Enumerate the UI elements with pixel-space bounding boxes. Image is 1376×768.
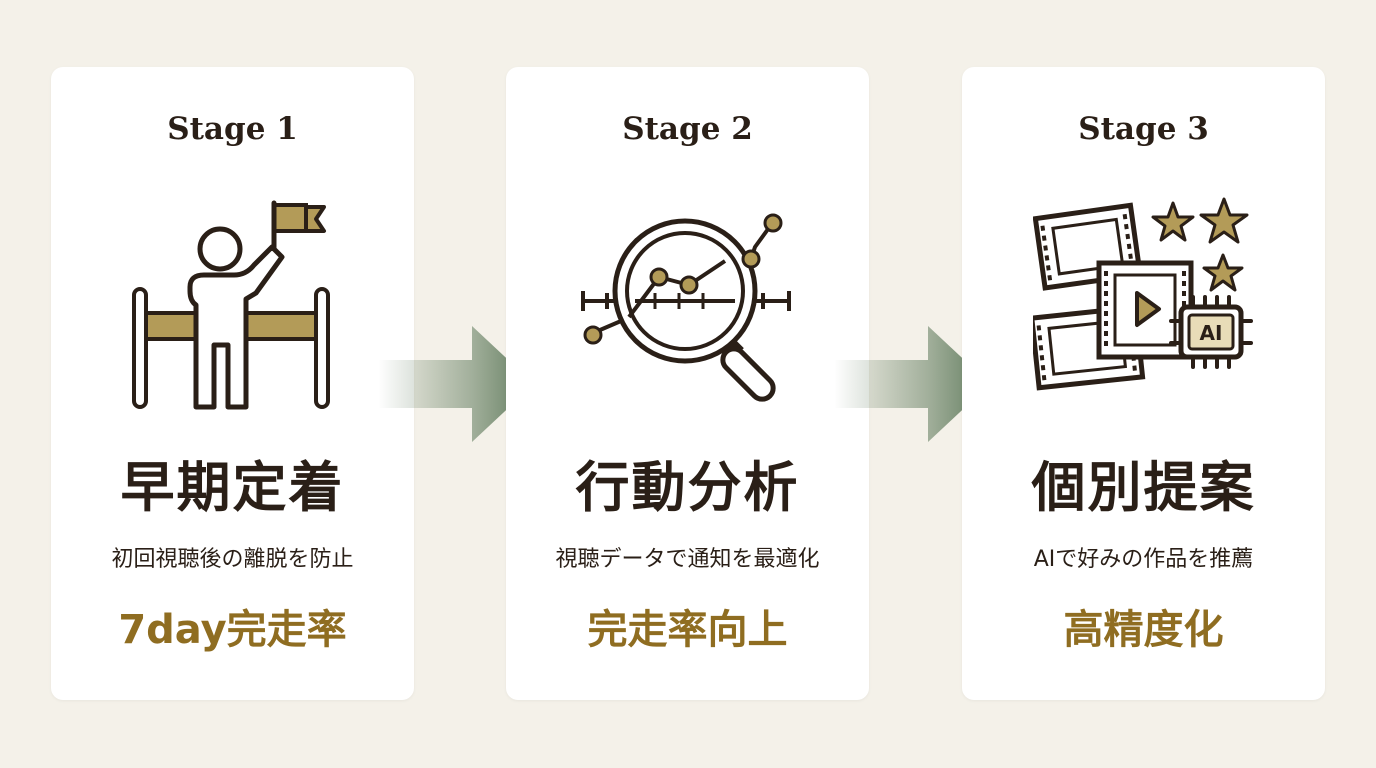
stage-metric: 7day完走率 — [118, 607, 347, 653]
stage-label: Stage 3 — [1078, 111, 1209, 147]
magnifier-chart-icon — [577, 195, 797, 415]
stage-description: 視聴データで通知を最適化 — [555, 547, 820, 572]
stage-card-1: Stage 1 早期定着 初回視聴後の離脱を防止 7day完走率 — [51, 67, 414, 700]
stage-title: 行動分析 — [575, 455, 800, 519]
stage-description: AIで好みの作品を推薦 — [1033, 547, 1254, 572]
stage-label: Stage 2 — [622, 111, 753, 147]
person-flag-finish-line-icon — [122, 195, 342, 415]
arrow-right-icon — [834, 326, 994, 442]
film-ai-stars-icon: AI — [1029, 195, 1253, 415]
arrow-right-icon — [378, 326, 538, 442]
svg-text:AI: AI — [1200, 321, 1223, 345]
stage-title: 個別提案 — [1031, 455, 1256, 519]
stage-description: 初回視聴後の離脱を防止 — [111, 547, 354, 572]
stage-card-2: Stage 2 — [506, 67, 869, 700]
stage-label: Stage 1 — [167, 111, 298, 147]
stage-card-3: Stage 3 — [962, 67, 1325, 700]
stage-metric: 完走率向上 — [587, 607, 788, 653]
stage-title: 早期定着 — [120, 455, 345, 519]
stage-metric: 高精度化 — [1063, 607, 1224, 653]
